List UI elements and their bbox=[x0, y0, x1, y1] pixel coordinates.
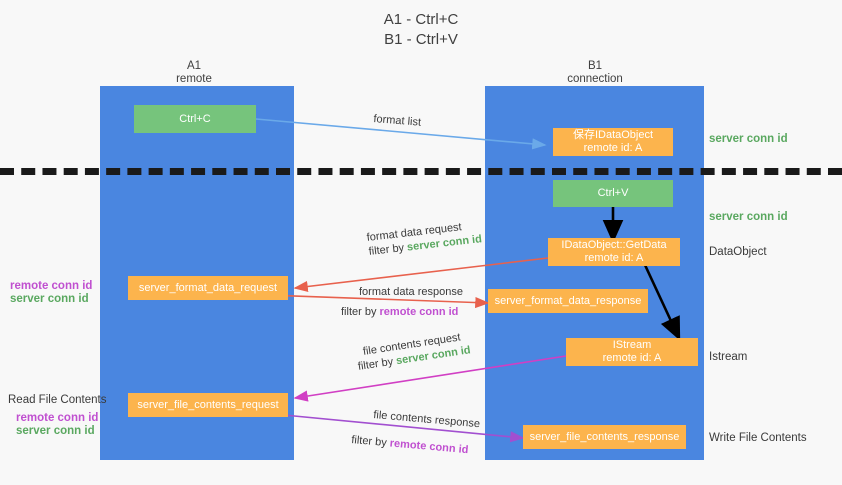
edge-label-file-contents-response: file contents response bbox=[372, 408, 481, 431]
column-a1-name: A1 bbox=[186, 60, 202, 72]
node-save-dataobject[interactable]: 保存IDataObject remote id: A bbox=[553, 128, 673, 156]
node-server-format-data-request-label: server_format_data_request bbox=[138, 281, 278, 294]
node-save-dataobject-line2: remote id: A bbox=[583, 142, 643, 154]
right-label-server-conn-id-2: server conn id bbox=[709, 211, 788, 223]
node-server-file-contents-response-label: server_file_contents_response bbox=[529, 430, 680, 443]
node-getdata-line1: IDataObject::GetData bbox=[561, 239, 667, 251]
node-getdata[interactable]: IDataObject::GetData remote id: A bbox=[548, 238, 680, 266]
node-server-file-contents-request[interactable]: server_file_contents_request bbox=[128, 393, 288, 417]
edge-label-format-data-response: format data response bbox=[359, 286, 463, 298]
filter-by-text-4: filter by bbox=[350, 433, 388, 450]
horizontal-dashed-divider bbox=[0, 168, 842, 175]
right-label-istream: Istream bbox=[709, 351, 748, 363]
node-istream[interactable]: IStream remote id: A bbox=[566, 338, 698, 366]
left-label-remote-conn-id-2: remote conn id bbox=[16, 412, 99, 424]
left-label-remote-conn-id-1: remote conn id bbox=[10, 280, 93, 292]
node-ctrl-v-label: Ctrl+V bbox=[597, 187, 629, 199]
node-server-format-data-response[interactable]: server_format_data_response bbox=[488, 289, 648, 313]
node-ctrl-c[interactable]: Ctrl+C bbox=[134, 105, 256, 133]
node-server-format-data-request[interactable]: server_format_data_request bbox=[128, 276, 288, 300]
edge-label-file-contents-response-filter: filter by remote conn id bbox=[351, 433, 469, 457]
edge-label-format-list: format list bbox=[372, 112, 422, 129]
left-label-read-file-contents: Read File Contents bbox=[8, 394, 107, 406]
title-line-2: B1 - Ctrl+V bbox=[384, 31, 458, 48]
left-label-server-conn-id-2: server conn id bbox=[16, 425, 95, 437]
right-label-server-conn-id-1: server conn id bbox=[709, 133, 788, 145]
column-header-a1: A1 remote bbox=[114, 60, 274, 86]
filter-by-text-3: filter by bbox=[357, 355, 395, 373]
edge-label-format-data-response-filter: filter by remote conn id bbox=[341, 305, 458, 319]
filter-value-remote-conn-id-1: remote conn id bbox=[379, 306, 459, 318]
node-istream-line2: remote id: A bbox=[602, 352, 662, 364]
node-server-file-contents-response[interactable]: server_file_contents_response bbox=[523, 425, 686, 449]
title-line-1: A1 - Ctrl+C bbox=[383, 11, 459, 28]
node-save-dataobject-line1: 保存IDataObject bbox=[572, 129, 654, 141]
node-server-format-data-response-label: server_format_data_response bbox=[494, 294, 642, 307]
filter-by-text-1: filter by bbox=[368, 241, 405, 258]
node-ctrl-c-label: Ctrl+C bbox=[179, 112, 211, 125]
column-a1-sub: remote bbox=[176, 73, 212, 85]
node-getdata-line2: remote id: A bbox=[584, 252, 644, 264]
node-istream-line1: IStream bbox=[612, 339, 652, 351]
filter-by-text-2: filter by bbox=[341, 306, 377, 318]
column-b1-name: B1 bbox=[587, 60, 603, 72]
left-label-server-conn-id-1: server conn id bbox=[10, 293, 89, 305]
right-label-write-file-contents: Write File Contents bbox=[709, 432, 807, 444]
column-b1-sub: connection bbox=[567, 73, 623, 85]
column-header-b1: B1 connection bbox=[515, 60, 675, 86]
right-label-dataobject: DataObject bbox=[709, 246, 767, 258]
filter-value-remote-conn-id-2: remote conn id bbox=[389, 437, 469, 457]
node-server-file-contents-request-label: server_file_contents_request bbox=[137, 398, 279, 411]
node-ctrl-v[interactable]: Ctrl+V bbox=[553, 180, 673, 207]
